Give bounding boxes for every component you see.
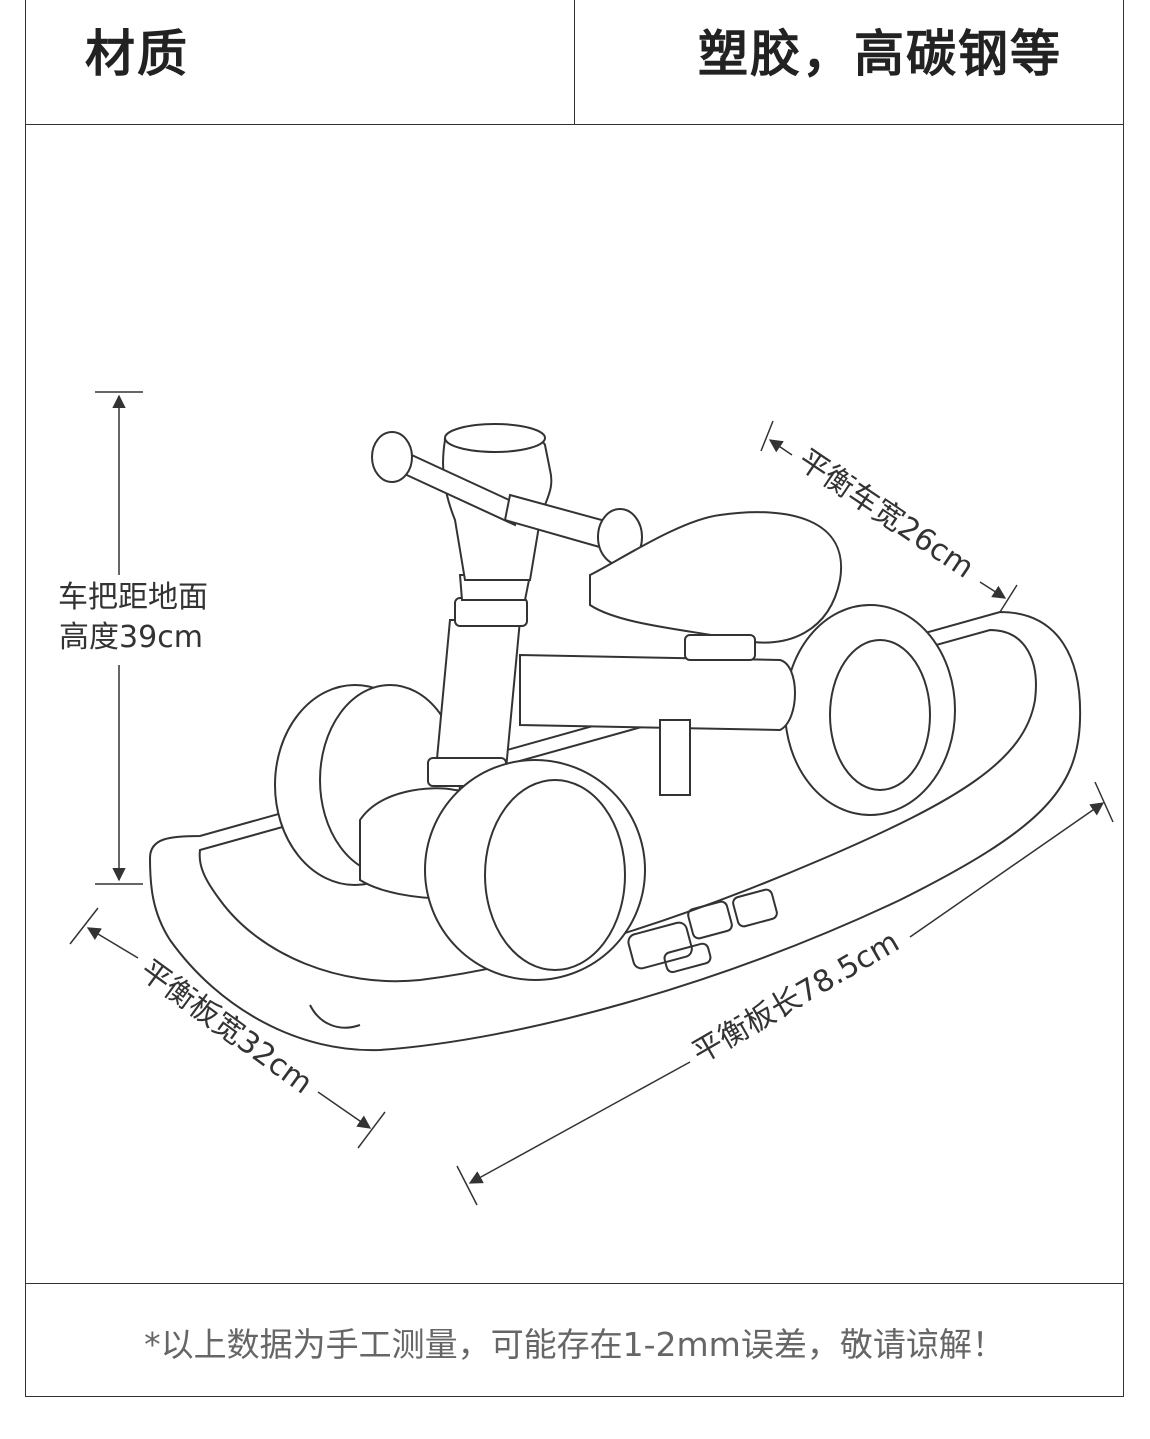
header-divider (25, 124, 1124, 125)
handlebar-height-label-1: 车把距地面 (58, 580, 208, 615)
material-value: 塑胶，高碳钢等 (698, 25, 1062, 83)
board-length-label: 平衡板长78.5cm (687, 924, 906, 1071)
handlebar-height-label-2: 高度39cm (59, 620, 203, 655)
footer-divider (25, 1283, 1124, 1284)
material-label: 材质 (85, 25, 189, 83)
balance-bike (274, 423, 956, 981)
measurement-disclaimer: *以上数据为手工测量，可能存在1-2mm误差，敬请谅解！ (144, 1325, 1005, 1364)
foot-pad (627, 888, 778, 974)
spec-card (25, 0, 1124, 1397)
height-dimension: 车把距地面 高度39cm (58, 391, 208, 885)
rocking-board (148, 610, 1082, 1052)
balance-bike-dimension-diagram: 车把距地面 高度39cm 平衡车宽26cm 平衡板宽32cm 平衡板长78.5c… (58, 391, 1114, 1206)
board-width-label: 平衡板宽32cm (133, 953, 319, 1101)
column-divider (574, 0, 575, 124)
